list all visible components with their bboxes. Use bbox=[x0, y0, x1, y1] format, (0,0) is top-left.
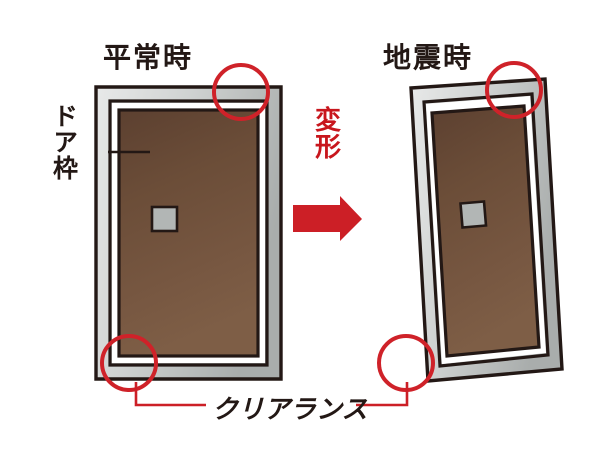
clearance-label: クリアランス bbox=[212, 395, 368, 424]
deformation-label: 変形 bbox=[311, 106, 341, 160]
panel-title-normal: 平常時 bbox=[103, 43, 194, 74]
door-frame-inner-line-quake bbox=[422, 92, 550, 368]
door-frame-label: ドア枠 bbox=[49, 103, 77, 181]
door-leaf-normal bbox=[117, 108, 260, 358]
highlight-circle-bottom-normal bbox=[100, 334, 158, 392]
deformation-arrow bbox=[293, 196, 362, 241]
panel-earthquake-state bbox=[377, 61, 564, 392]
highlight-circle-top-quake bbox=[485, 61, 543, 119]
clearance-bracket-right bbox=[356, 382, 409, 407]
panel-title-earthquake: 地震時 bbox=[383, 43, 474, 74]
clearance-bracket-left bbox=[134, 382, 206, 407]
door-knob-plate-normal bbox=[150, 205, 179, 233]
door-knob-plate-quake bbox=[459, 200, 488, 229]
panel-normal-state bbox=[94, 63, 283, 392]
highlight-circle-top-normal bbox=[212, 63, 270, 121]
door-leaf-quake bbox=[430, 104, 541, 358]
highlight-circle-bottom-quake bbox=[377, 334, 435, 392]
